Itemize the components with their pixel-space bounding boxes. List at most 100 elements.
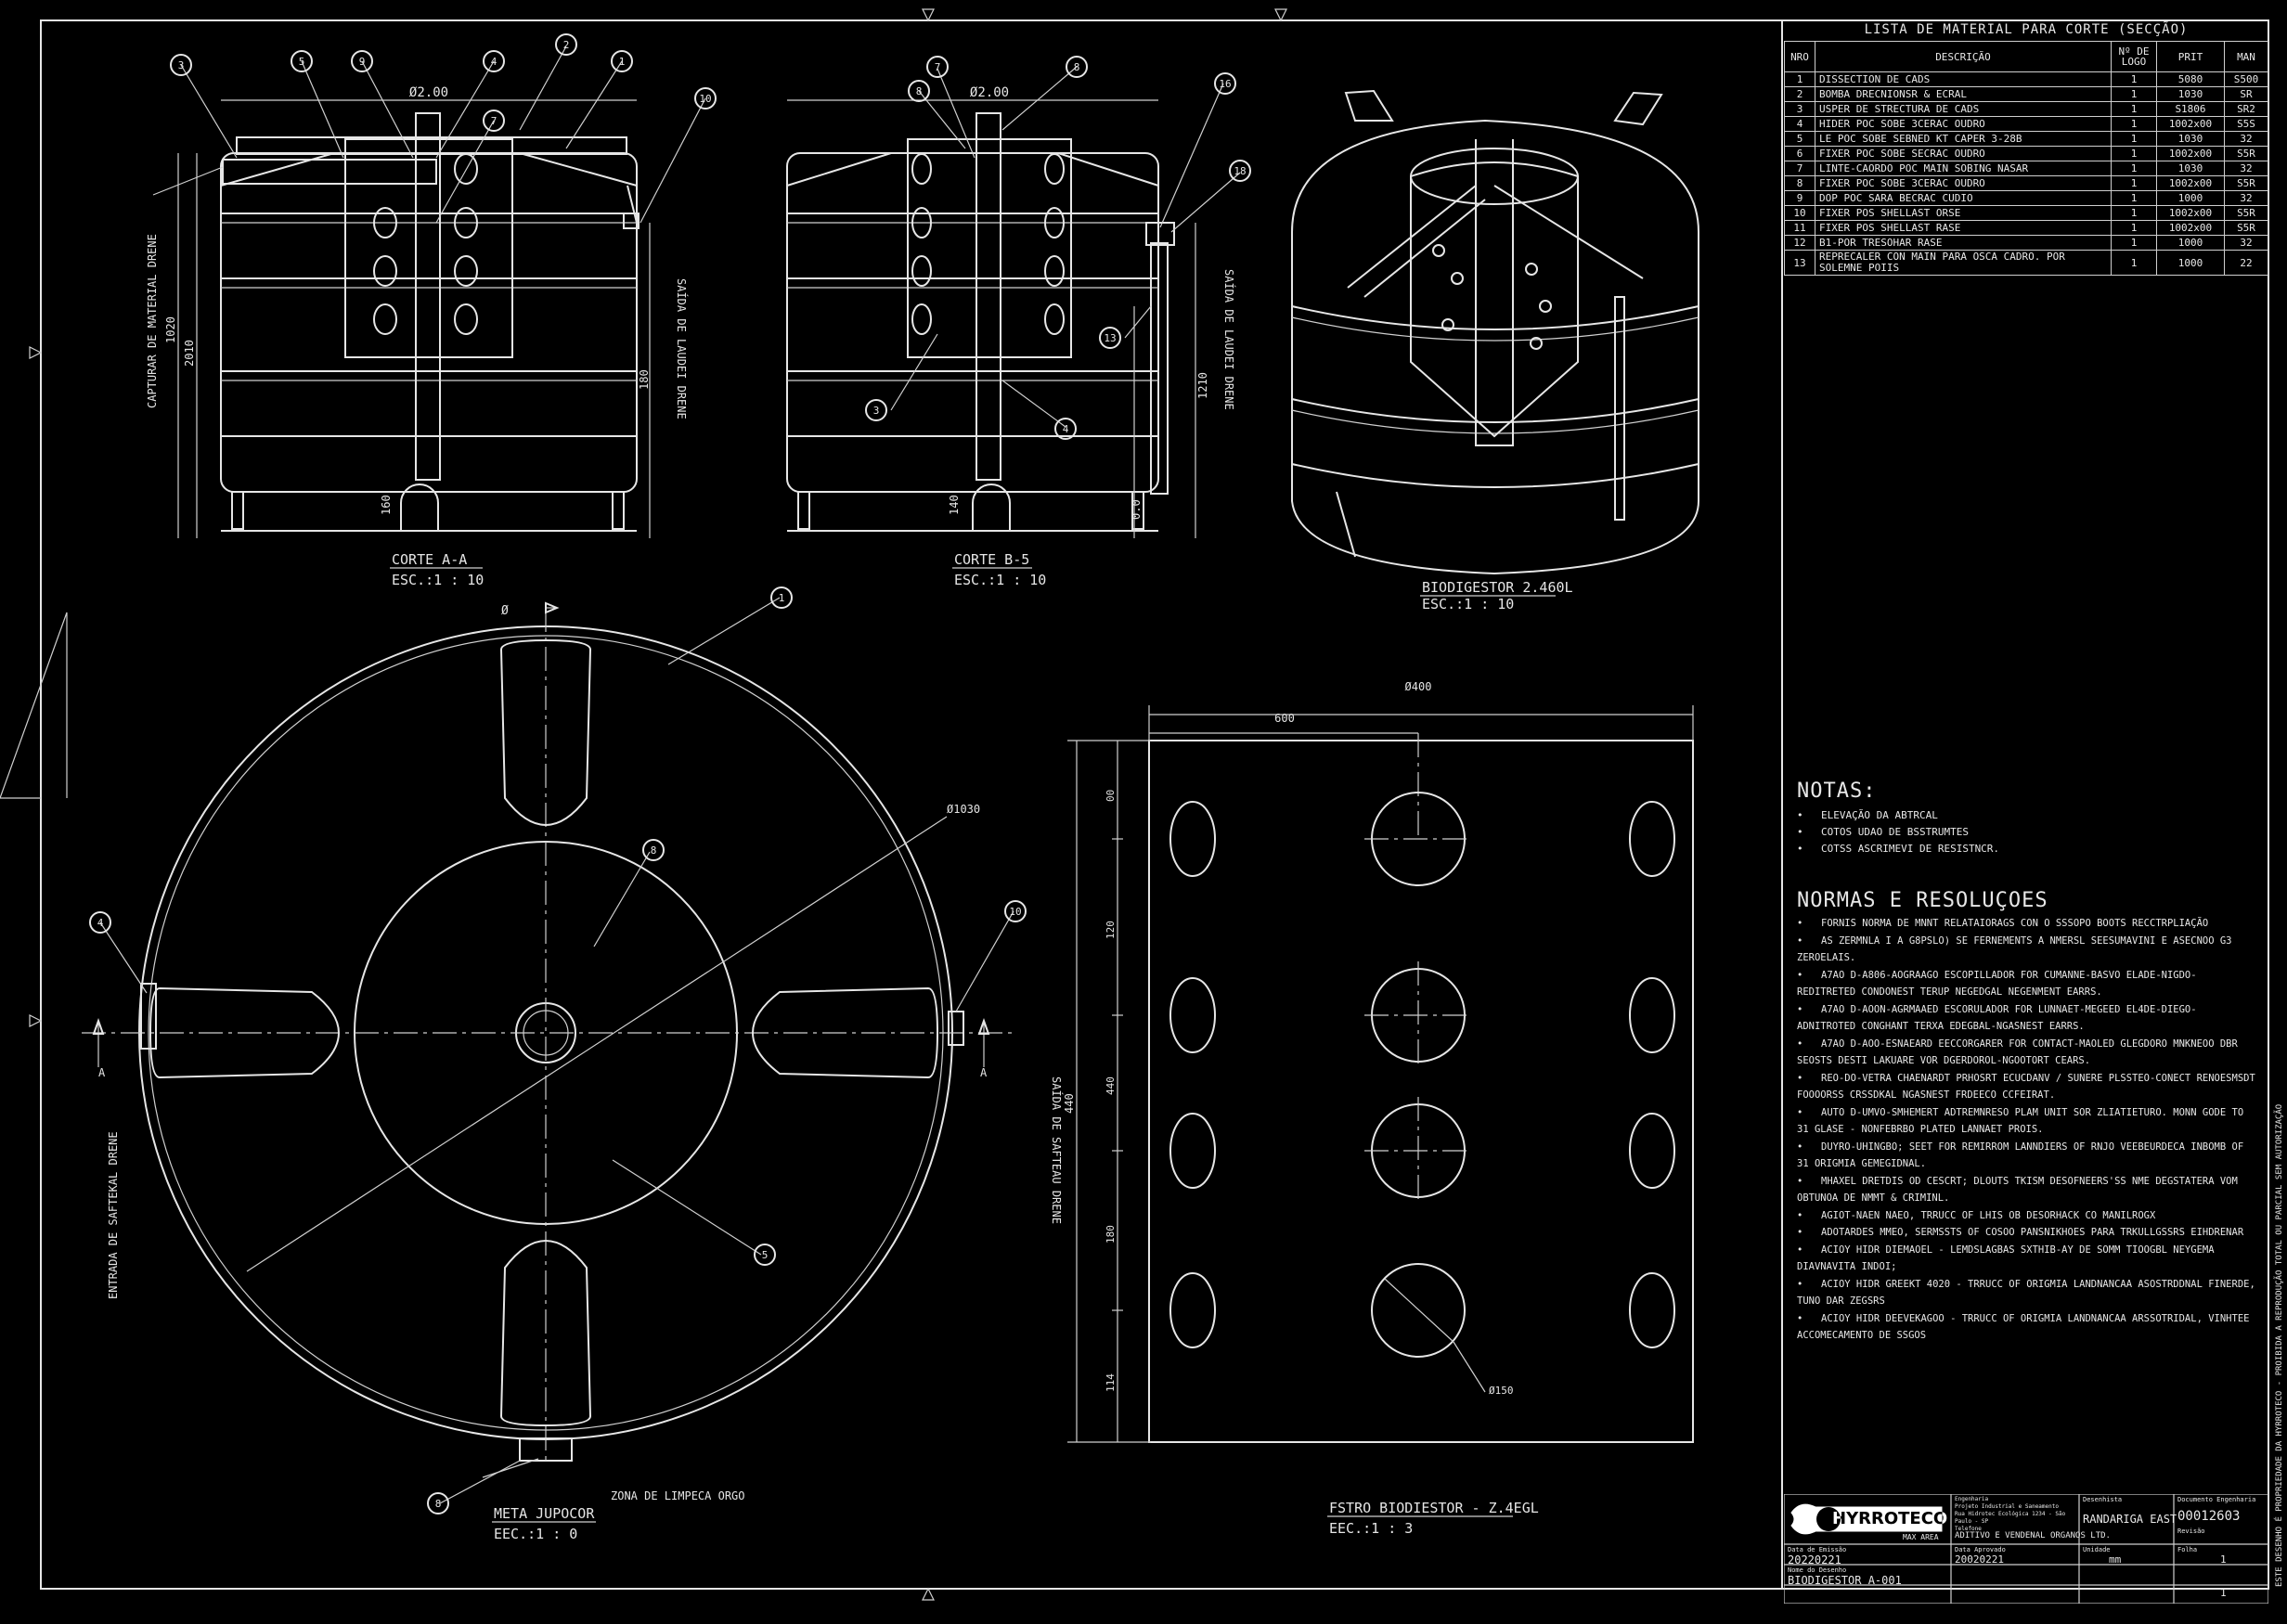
callout-balloon: 8 xyxy=(908,80,930,102)
callout-balloon: 5 xyxy=(291,50,313,72)
corte-b-dim-bottom: 140 xyxy=(948,495,961,515)
corte-a-dim-left-2: 2010 xyxy=(183,340,196,367)
norms-heading: NORMAS E RESOLUÇOES xyxy=(1797,889,2048,912)
bom-cell: 6 xyxy=(1784,146,1815,161)
bom-cell: BOMBA DRECNIONSR & ECRAL xyxy=(1815,86,2112,102)
bom-cell: S5S xyxy=(2224,116,2268,132)
callout-balloon: 10 xyxy=(694,87,717,110)
section-view-b: Ø2.00 1210 SAÍDA DE LAUDEI DRENE 140 0.0… xyxy=(786,85,1236,588)
corte-a-dim-bottom: 160 xyxy=(380,495,393,515)
bom-cell: 32 xyxy=(2224,161,2268,176)
section-view-a: Ø2.00 CAPTURAR DE MATERIAL DRENE 1020 20… xyxy=(146,85,689,588)
corte-a-balloons xyxy=(152,45,706,224)
norm-item: •MHAXEL DRETDIS OD CESCRT; DLOUTS TKISM … xyxy=(1797,1173,2261,1207)
sheet-value: 1 xyxy=(2220,1587,2227,1599)
bom-cell: S5R xyxy=(2224,146,2268,161)
norm-item: •A7AO D-AOON-AGRMAAED ESCORULADOR FOR LU… xyxy=(1797,1001,2261,1036)
sheet-label: Folha xyxy=(2177,1546,2198,1553)
notes-heading: NOTAS: xyxy=(1797,780,1877,803)
note-item: •COTSS ASCRIMEVI DE RESISTNCR. xyxy=(1797,841,1999,857)
bom-cell: LINTE-CAORDO POC MAIN SOBING NASAR xyxy=(1815,161,2112,176)
bom-cell: 22 xyxy=(2224,250,2268,276)
bom-cell: 1002x00 xyxy=(2156,220,2225,236)
company-line-3: Rua Hidrotec Ecológica 1234 - São Paulo … xyxy=(1955,1511,2066,1525)
bullet-icon: • xyxy=(1797,1227,1803,1238)
norm-item: •A7AO D-A806-AOGRAAGO ESCOPILLADOR FOR C… xyxy=(1797,967,2261,1001)
bom-cell: USPER DE STRECTURA DE CADS xyxy=(1815,101,2112,117)
norm-item: •DUYRO-UHINGBO; SEET FOR REMIRROM LANNDI… xyxy=(1797,1139,2261,1173)
drawn-by-label: Desenhista xyxy=(2083,1496,2123,1503)
corte-a-dim-left: 1020 xyxy=(164,316,177,343)
bom-cell: LE POC SOBE SEBNED KT CAPER 3-28B xyxy=(1815,131,2112,147)
bom-cell: 13 xyxy=(1784,250,1815,276)
bom-cell: 1000 xyxy=(2156,190,2225,206)
norm-item: •ADOTARDES MMEO, SERMSSTS OF COSOO PANSN… xyxy=(1797,1224,2261,1242)
callout-balloon: 4 xyxy=(1054,418,1077,440)
bom-cell: S1806 xyxy=(2156,101,2225,117)
callout-balloon: 5 xyxy=(754,1244,776,1266)
balloon-number: 8 xyxy=(916,85,923,97)
company-line-4: Telefone xyxy=(1955,1526,1982,1532)
bullet-icon: • xyxy=(1797,934,1803,947)
norm-item: •A7AO D-AOO-ESNAEARD EECCORGARER FOR CON… xyxy=(1797,1036,2261,1070)
filter-dim-top-2: 600 xyxy=(1274,712,1295,725)
balloon-number: 4 xyxy=(1063,423,1069,435)
bom-cell: DISSECTION DE CADS xyxy=(1815,71,2112,87)
balloon-number: 18 xyxy=(1234,165,1246,177)
bom-cell: 8 xyxy=(1784,175,1815,191)
sheet-border xyxy=(40,19,2269,1590)
bullet-icon: • xyxy=(1797,1244,1803,1256)
callout-balloon: 3 xyxy=(865,399,887,421)
corte-b-dim-bottom-2: 0.0 xyxy=(1130,499,1143,520)
callout-balloon: 4 xyxy=(483,50,505,72)
company-info: Engenharia Projeto Industrial e Saneamen… xyxy=(1955,1496,2077,1533)
bom-cell: S5R xyxy=(2224,175,2268,191)
bom-cell: 1 xyxy=(1784,71,1815,87)
iso-title: BIODIGESTOR 2.460L xyxy=(1422,579,1573,596)
bullet-icon: • xyxy=(1797,1106,1803,1118)
corte-a-dim-right: 180 xyxy=(638,369,651,390)
bullet-icon: • xyxy=(1797,843,1803,855)
title-block: HYRROTECO MAX AREA Engenharia Projeto In… xyxy=(1784,1494,2268,1624)
bom-cell: 11 xyxy=(1784,220,1815,236)
balloon-number: 3 xyxy=(178,59,185,71)
project-value: ADITIVO E VENDENAL ORGANOS LTD. xyxy=(1955,1531,2111,1540)
bom-cell: 2 xyxy=(1784,86,1815,102)
bom-cell: SR xyxy=(2224,86,2268,102)
unit-value: mm xyxy=(2109,1553,2122,1566)
side-note-text: ESTE DESENHO É PROPRIEDADE DA HYRROTECO … xyxy=(2273,1104,2284,1587)
balloon-number: 7 xyxy=(935,61,941,73)
balloon-number: 1 xyxy=(619,56,626,68)
callout-balloon: 2 xyxy=(555,33,577,56)
bullet-icon: • xyxy=(1797,918,1803,929)
plan-label-a-left: A xyxy=(98,1066,106,1079)
company-line-2: Projeto Industrial e Saneamento xyxy=(1955,1503,2059,1510)
plan-dim-diameter: Ø1030 xyxy=(947,803,980,816)
bom-cell: 1 xyxy=(2111,101,2157,117)
bom-cell: S5R xyxy=(2224,220,2268,236)
callout-balloon: 8 xyxy=(427,1492,449,1514)
corte-b-label-right: SAÍDA DE LAUDEI DRENE xyxy=(1222,269,1236,410)
rev-label: Revisão xyxy=(2177,1527,2205,1535)
callout-balloon: 9 xyxy=(351,50,373,72)
callout-balloon: 16 xyxy=(1214,72,1236,95)
corte-a-title: CORTE A-A xyxy=(392,551,467,568)
bom-cell: 1030 xyxy=(2156,131,2225,147)
filter-dim-v3: 440 xyxy=(1105,1076,1117,1095)
balloon-number: 5 xyxy=(299,56,305,68)
bom-cell: FIXER POS SHELLAST ORSE xyxy=(1815,205,2112,221)
corte-b-scale: ESC.:1 : 10 xyxy=(954,572,1046,588)
bom-cell: 1002x00 xyxy=(2156,175,2225,191)
bullet-icon: • xyxy=(1797,1072,1803,1084)
balloon-number: 10 xyxy=(1009,906,1021,918)
bullet-icon: • xyxy=(1797,1175,1803,1187)
balloon-number: 5 xyxy=(762,1249,769,1261)
